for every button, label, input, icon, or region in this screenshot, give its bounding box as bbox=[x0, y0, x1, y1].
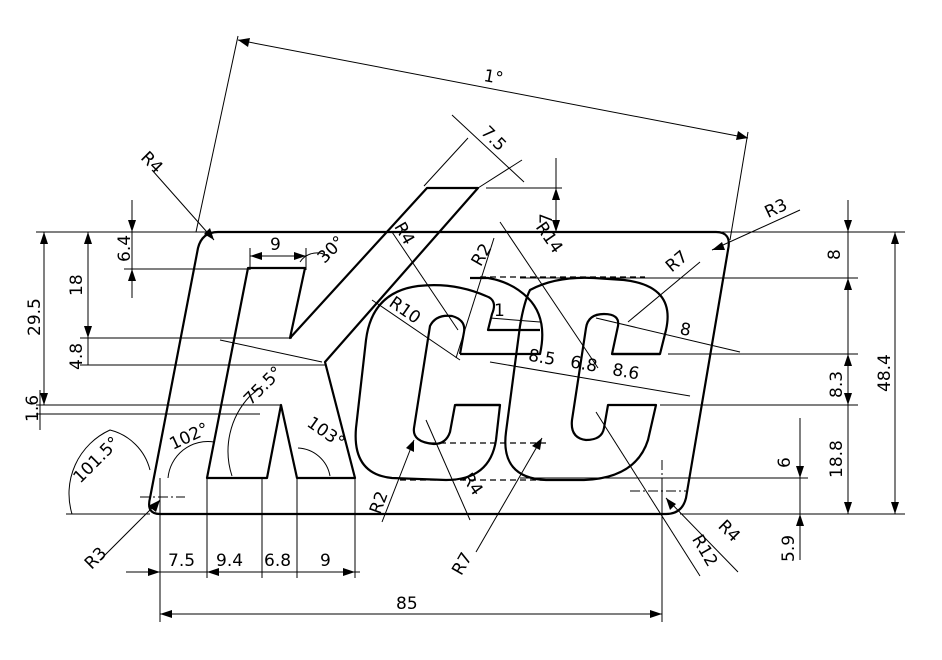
part-outline bbox=[148, 186, 730, 516]
dim-8-3: 8.3 bbox=[827, 371, 847, 398]
dim-7: 7 bbox=[537, 213, 557, 224]
dim-85: 85 bbox=[396, 594, 418, 614]
dim-4-8: 4.8 bbox=[67, 343, 87, 370]
dim-angle-102: 102° bbox=[167, 419, 213, 454]
dim-6-8-bottom: 6.8 bbox=[264, 551, 291, 571]
arrowheads bbox=[40, 38, 899, 618]
dim-r4-bottom-mid: R4 bbox=[457, 470, 486, 500]
dim-r4-bottom-right: R4 bbox=[714, 516, 744, 546]
dim-18-8: 18.8 bbox=[827, 440, 847, 478]
letter-c1-join bbox=[460, 276, 544, 356]
letter-c1-outer bbox=[354, 284, 540, 482]
dim-6-4: 6.4 bbox=[115, 235, 135, 262]
dim-8-diag: 8 bbox=[678, 319, 692, 341]
dim-1-6: 1.6 bbox=[23, 395, 43, 422]
dim-48-4: 48.4 bbox=[875, 354, 895, 392]
dim-1: 1 bbox=[494, 301, 505, 321]
dim-angle-75-5: 75.5° bbox=[240, 363, 287, 410]
dim-r4-top-left: R4 bbox=[136, 148, 166, 178]
dim-18-left: 18 bbox=[67, 274, 87, 296]
dim-6-right: 6 bbox=[775, 457, 795, 468]
dim-r7-bottom: R7 bbox=[448, 549, 477, 579]
dim-angle-1: 1° bbox=[482, 66, 505, 89]
letter-k-outline bbox=[205, 186, 480, 480]
dim-9-bottom: 9 bbox=[320, 551, 331, 571]
dimension-lines bbox=[36, 35, 905, 622]
dim-r3-bottom-left: R3 bbox=[81, 544, 111, 574]
dim-6-8-mid: 6.8 bbox=[569, 352, 599, 376]
dim-8-6: 8.6 bbox=[611, 360, 641, 384]
dim-9-4: 9.4 bbox=[216, 551, 243, 571]
dim-29-5: 29.5 bbox=[25, 298, 45, 336]
plate-outline bbox=[148, 230, 730, 516]
dim-r3-top-right: R3 bbox=[762, 195, 791, 223]
dim-7-5-bottom: 7.5 bbox=[168, 551, 195, 571]
center-marks bbox=[140, 460, 686, 520]
dim-r10: R10 bbox=[385, 293, 424, 329]
letter-c2-outer bbox=[504, 276, 669, 482]
dim-angle-103: 103° bbox=[303, 413, 348, 453]
dim-8-right: 8 bbox=[825, 249, 845, 260]
dim-9-top: 9 bbox=[270, 235, 281, 255]
dim-7-5-top: 7.5 bbox=[477, 122, 510, 155]
dim-angle-30: 30° bbox=[314, 232, 349, 267]
hidden-lines bbox=[400, 276, 645, 481]
dim-8-5: 8.5 bbox=[527, 346, 557, 370]
dim-5-9: 5.9 bbox=[779, 535, 799, 562]
dim-r2-bottom: R2 bbox=[366, 489, 393, 517]
